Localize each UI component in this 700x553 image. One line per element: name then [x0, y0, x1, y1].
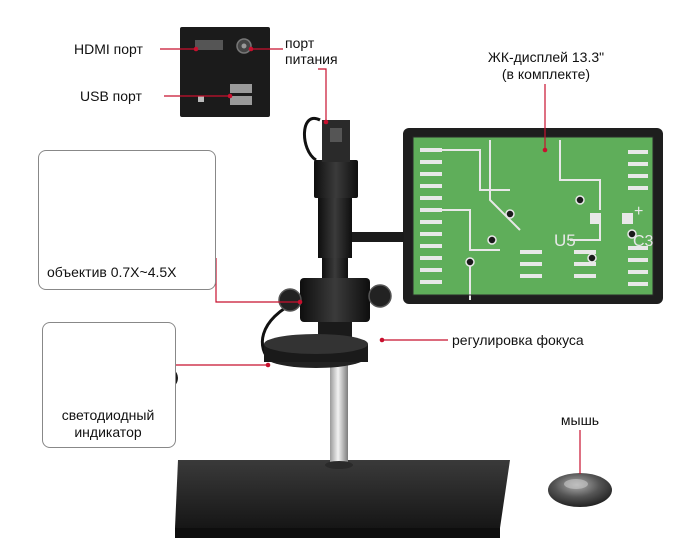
ports-panel — [180, 27, 270, 117]
led-label-line2: индикатор — [74, 424, 142, 440]
power-port-label-line1: порт — [285, 35, 315, 51]
lcd-label-line1: ЖК-дисплей 13.3" — [487, 49, 605, 65]
leader-lines — [160, 48, 581, 474]
leader-dots — [193, 46, 548, 368]
hdmi-port-label: HDMI порт — [74, 41, 143, 57]
power-port-label-line2: питания — [285, 51, 338, 67]
lens-callout-box — [38, 150, 216, 290]
board-mark-c3: C3 — [633, 233, 654, 250]
lcd-label-line2: (в комплекте) — [501, 66, 591, 82]
mouse-label: мышь — [560, 412, 600, 428]
mouse-image — [548, 473, 612, 507]
microscope-head — [260, 116, 392, 368]
focus-label: регулировка фокуса — [452, 332, 584, 348]
led-label-line1: светодиодный — [61, 407, 155, 423]
lens-label: объектив 0.7X~4.5X — [47, 264, 177, 280]
ring-light-callout-box — [42, 322, 176, 448]
lcd-monitor: U5 C3 + — [352, 128, 663, 304]
stand-base — [175, 460, 510, 538]
usb-port-label: USB порт — [80, 88, 142, 104]
stand-pole — [330, 345, 348, 465]
board-mark-u5: U5 — [554, 231, 576, 250]
board-mark-plus: + — [634, 203, 643, 220]
